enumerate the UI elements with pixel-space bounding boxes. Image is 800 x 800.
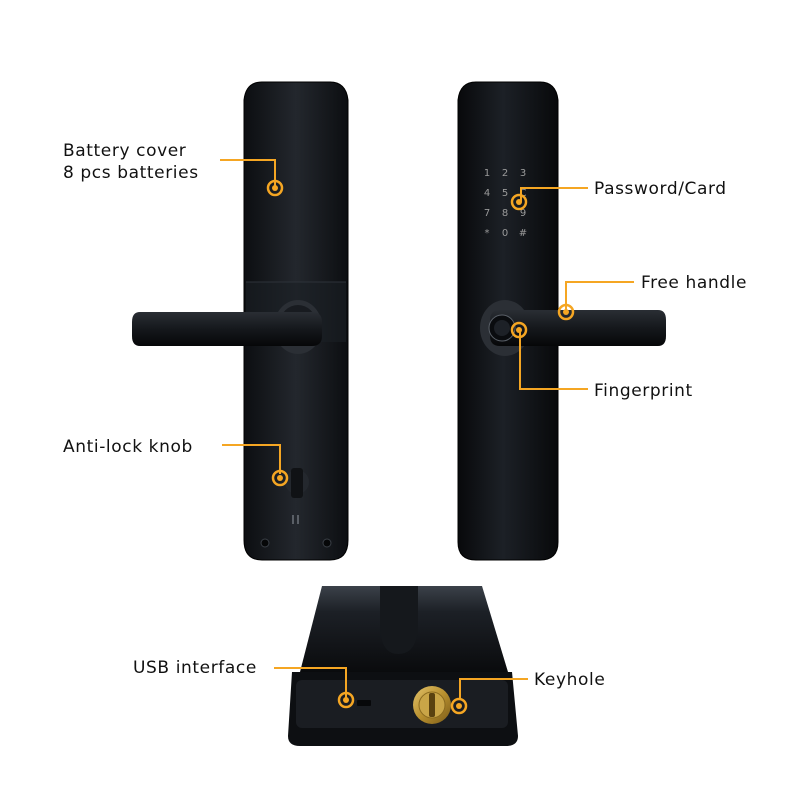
keypad-key[interactable]: C (520, 188, 527, 199)
label-battery-cover-line2: 8 pcs batteries (63, 163, 199, 183)
label-anti-lock-knob: Anti-lock knob (63, 437, 193, 457)
keypad-key[interactable]: 1 (484, 168, 490, 179)
keyhole-callout-marker (450, 697, 468, 715)
keyhole-callout-line (459, 678, 528, 700)
password-card-callout-marker (510, 193, 528, 211)
label-free-handle: Free handle (641, 273, 748, 293)
anti-lock-knob-callout-line (222, 444, 281, 474)
free-handle-callout-line (565, 281, 634, 310)
keypad-key[interactable]: 7 (484, 208, 490, 219)
label-usb-interface: USB interface (133, 658, 257, 678)
callouts (220, 159, 634, 715)
label-password-card: Password/Card (594, 179, 727, 199)
usb-port (357, 700, 371, 706)
free-handle-callout-dot (563, 309, 569, 315)
label-fingerprint: Fingerprint (594, 381, 693, 401)
back-panel (132, 81, 349, 561)
screw-left (260, 538, 270, 548)
base-neck (380, 586, 418, 654)
battery-cover-callout-marker (266, 179, 284, 197)
screw-right (322, 538, 332, 548)
fingerprint-callout-marker (510, 321, 528, 339)
label-keyhole: Keyhole (534, 670, 606, 690)
free-handle-callout-marker (557, 303, 575, 321)
keypad-key[interactable]: * (485, 228, 490, 239)
keypad-key[interactable]: 4 (484, 188, 490, 199)
label-battery-cover-line1: Battery cover (63, 141, 187, 161)
keypad-key[interactable]: 3 (520, 168, 526, 179)
password-card-callout-line (520, 187, 588, 202)
back-handle (132, 312, 322, 346)
keypad-key[interactable]: 0 (502, 228, 508, 239)
anti-lock-knob-callout-dot (277, 475, 283, 481)
fingerprint-callout-line (519, 330, 588, 390)
keypad-key[interactable]: 5 (502, 188, 508, 199)
usb-interface-callout-line (274, 667, 347, 698)
front-handle[interactable] (490, 310, 666, 346)
fingerprint-callout-dot (516, 327, 522, 333)
bottom-view (288, 586, 518, 746)
anti-lock-knob-callout-marker (271, 469, 289, 487)
keypad-key[interactable]: 2 (502, 168, 508, 179)
keyhole-callout-dot (456, 703, 462, 709)
label-battery-cover: Battery cover 8 pcs batteries (63, 140, 199, 184)
password-card-callout-dot (516, 199, 522, 205)
keypad[interactable]: 1 2 3 4 5 C 7 8 9 * 0 # (484, 168, 527, 239)
keypad-key[interactable]: 9 (520, 208, 526, 219)
front-panel: 1 2 3 4 5 C 7 8 9 * 0 # (457, 81, 666, 561)
slot (292, 515, 294, 524)
keypad-key[interactable]: 8 (502, 208, 508, 219)
battery-cover-callout-dot (272, 185, 278, 191)
usb-interface-callout-dot (343, 697, 349, 703)
keyhole-slot (429, 693, 435, 717)
battery-cover-callout-line (220, 159, 276, 188)
keypad-key[interactable]: # (519, 228, 527, 239)
usb-interface-callout-marker (337, 691, 355, 709)
